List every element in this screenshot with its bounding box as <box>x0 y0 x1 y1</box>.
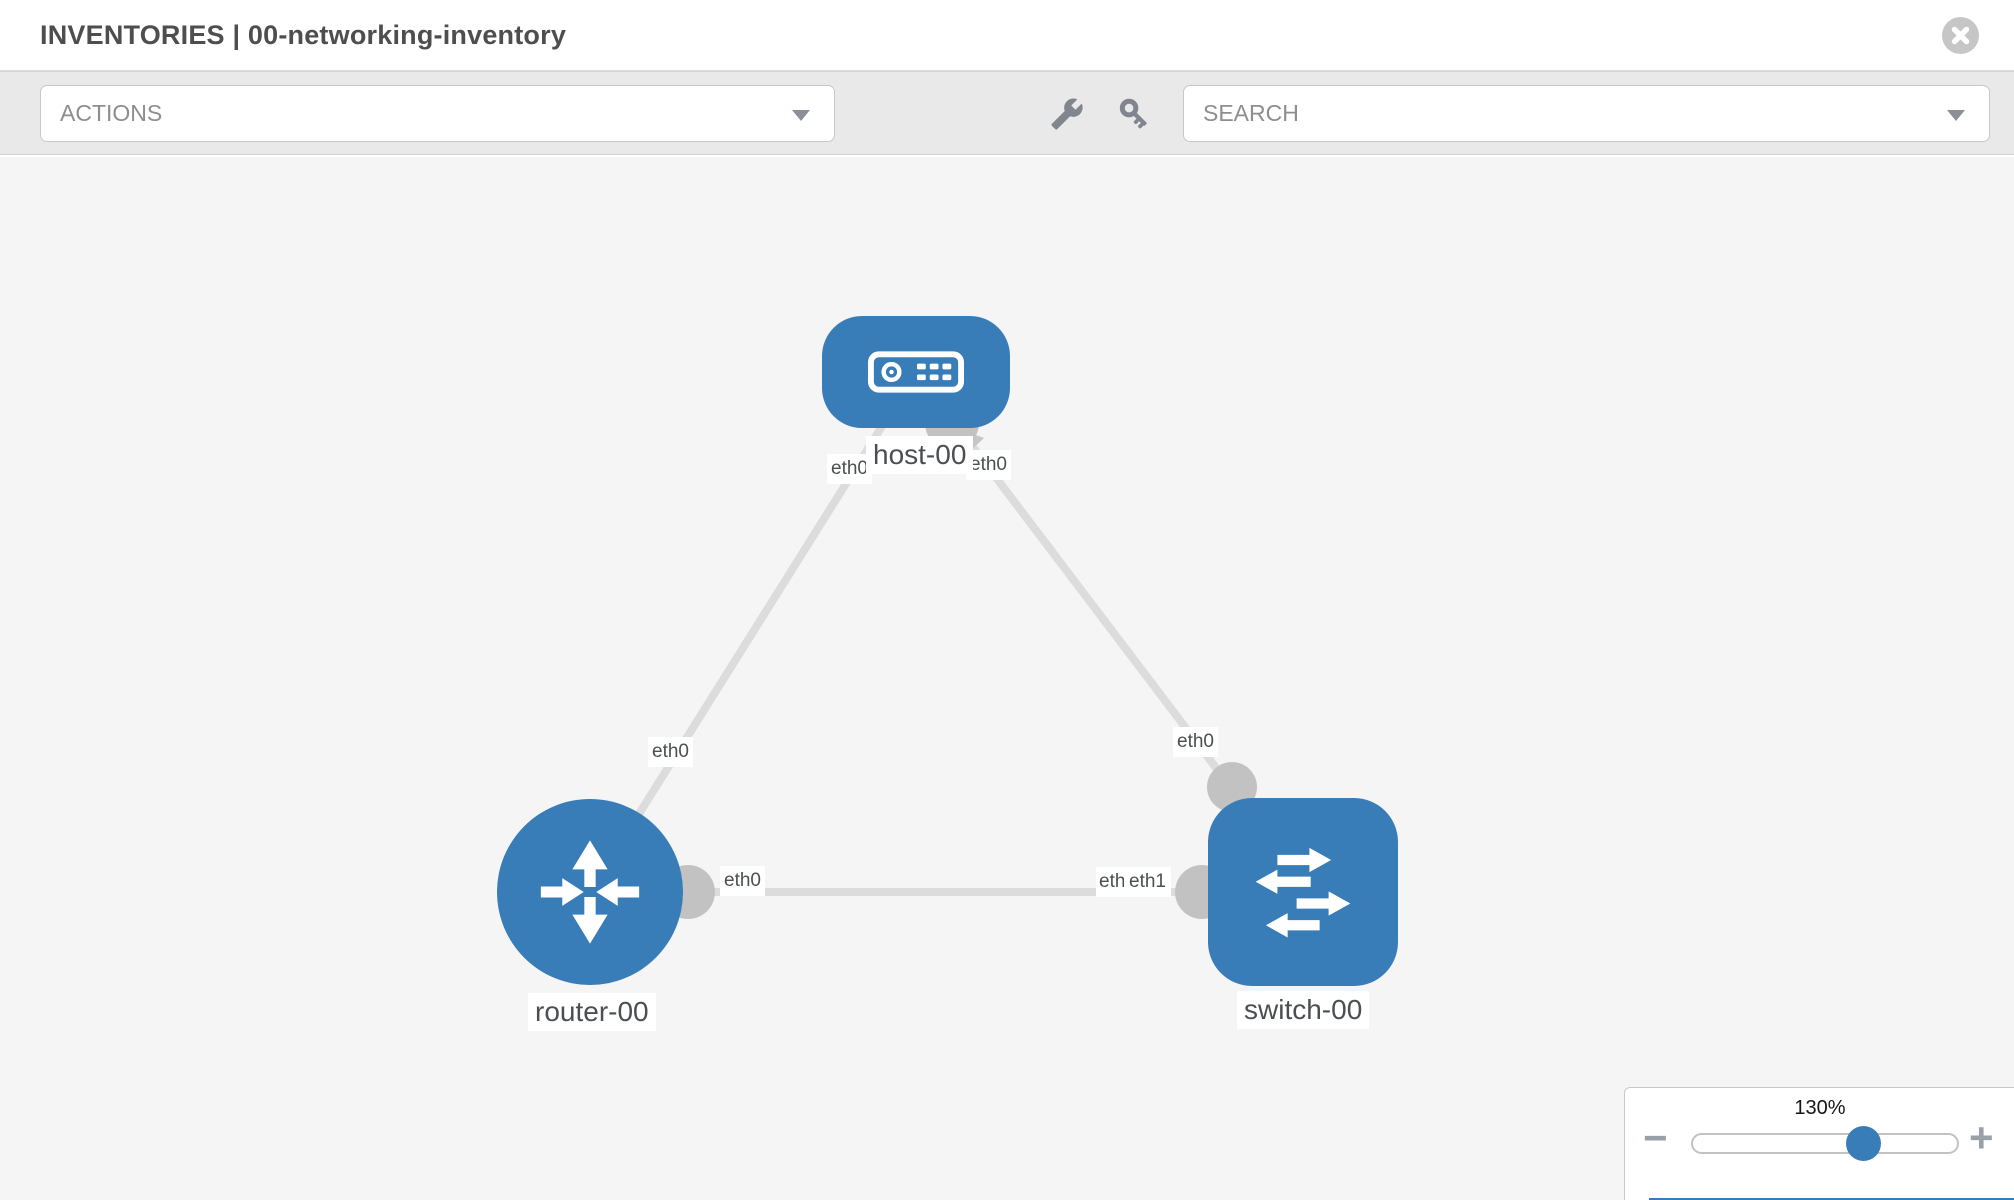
key-icon <box>1119 98 1147 129</box>
search-dropdown-label: SEARCH <box>1203 100 1299 126</box>
page-title: INVENTORIES | 00-networking-inventory <box>40 20 567 50</box>
close-button[interactable] <box>1942 17 1979 54</box>
close-icon <box>1951 26 1970 45</box>
interface-label-switch-eth1: eth1 <box>1124 867 1171 897</box>
node-label-switch: switch-00 <box>1237 991 1370 1030</box>
bottom-panel-edge <box>1649 1198 2014 1200</box>
node-label-host: host-00 <box>866 436 974 475</box>
router-icon <box>540 840 640 944</box>
zoom-widget: 130% − + <box>1624 1087 2014 1200</box>
node-router-00[interactable] <box>497 799 683 985</box>
zoom-level-value: 130% <box>1794 1097 1846 1119</box>
node-label-router: router-00 <box>528 993 656 1032</box>
zoom-slider-thumb[interactable] <box>1846 1126 1881 1161</box>
credentials-button[interactable] <box>1118 97 1154 138</box>
chevron-down-icon <box>792 110 810 121</box>
zoom-out-button[interactable]: − <box>1643 1114 1668 1161</box>
chevron-down-icon <box>1947 110 1965 121</box>
zoom-in-button[interactable]: + <box>1969 1114 1994 1161</box>
topology-links-layer <box>586 369 1302 919</box>
toolbar: ACTIONS SEARCH <box>0 71 2014 155</box>
actions-dropdown-label: ACTIONS <box>60 100 163 126</box>
switch-icon <box>1255 847 1351 938</box>
search-dropdown[interactable]: SEARCH <box>1183 85 1990 142</box>
interface-label-overlap-group: eth0 eth1 <box>1096 867 1172 900</box>
actions-dropdown[interactable]: ACTIONS <box>40 85 835 142</box>
interface-label-switch-eth0: eth0 <box>1173 727 1218 757</box>
zoom-slider[interactable] <box>1691 1133 1959 1154</box>
wrench-icon <box>1051 98 1083 130</box>
configure-button[interactable] <box>1050 97 1084 136</box>
interface-label-host-eth0-left: eth0 <box>827 454 872 484</box>
node-switch-00[interactable] <box>1208 798 1398 986</box>
node-host-00[interactable] <box>822 316 1010 428</box>
interface-label-router-eth0: eth0 <box>720 866 765 896</box>
header: INVENTORIES | 00-networking-inventory <box>0 0 2014 71</box>
host-device-icon <box>867 351 965 393</box>
interface-label-host-eth0-right: eth0 <box>966 450 1011 480</box>
topology-canvas[interactable]: host-00 router-00 switch-00 eth0 eth0 et… <box>0 157 2014 1200</box>
interface-label-router-eth0-top: eth0 <box>648 737 693 767</box>
